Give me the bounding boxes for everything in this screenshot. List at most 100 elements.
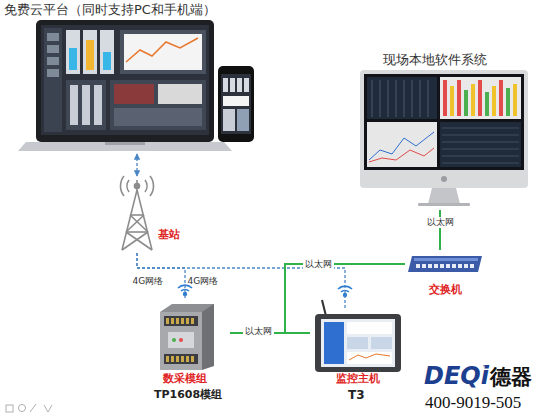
monitor-host-illustration xyxy=(315,300,401,372)
cell-tower-illustration xyxy=(150,176,154,196)
cell-tower-illustration xyxy=(145,180,147,192)
laptop-illustration xyxy=(114,108,202,126)
brand-logo: DEQi xyxy=(424,364,489,388)
illustration-shape xyxy=(442,142,519,143)
laptop-illustration xyxy=(47,33,59,41)
laptop-illustration xyxy=(41,25,209,135)
monitor-host-illustration xyxy=(324,322,344,364)
laptop-illustration xyxy=(70,85,78,125)
brand-name: 德器 xyxy=(490,367,532,388)
monitor-host-illustration xyxy=(347,352,392,364)
illustration-shape xyxy=(442,128,519,129)
cell-tower-illustration xyxy=(122,232,148,250)
wireless-link xyxy=(137,252,185,298)
laptop-illustration xyxy=(86,40,94,70)
ethernet-link xyxy=(230,264,405,333)
phone-illustration xyxy=(244,78,249,92)
phone-illustration xyxy=(230,78,235,92)
desktop-computer-illustration xyxy=(464,90,468,116)
monitor-host-illustration xyxy=(371,337,392,349)
cell-tower-illustration xyxy=(126,231,148,233)
illustration-shape xyxy=(171,318,174,324)
toolbar-icons xyxy=(30,404,36,412)
desktop-computer-illustration xyxy=(369,148,434,162)
trademark-mark: ™ xyxy=(482,365,490,373)
laptop-illustration xyxy=(47,69,59,77)
node-heading: 监控主机 xyxy=(336,372,402,385)
desktop-computer-illustration xyxy=(513,84,517,116)
laptop-illustration xyxy=(83,30,97,74)
desktop-computer-illustration xyxy=(440,122,521,167)
illustration-shape xyxy=(404,80,405,117)
monitor-host-illustration xyxy=(349,354,390,360)
phone-illustration xyxy=(237,78,242,92)
illustration-shape xyxy=(166,356,169,362)
illustration-shape xyxy=(452,264,456,268)
cell-tower-illustration xyxy=(126,232,152,250)
laptop-illustration xyxy=(114,84,154,104)
phone-illustration xyxy=(223,96,249,106)
monitor-host-illustration xyxy=(322,300,326,316)
illustration-shape xyxy=(428,264,432,268)
illustration-shape xyxy=(442,149,519,150)
desktop-computer-illustration xyxy=(367,77,437,119)
cell-tower-illustration xyxy=(130,214,144,216)
node-subtext: TP1608模组 xyxy=(154,388,230,401)
desktop-computer-illustration xyxy=(428,188,460,204)
laptop-illustration xyxy=(94,85,102,125)
desktop-computer-illustration xyxy=(457,80,461,116)
monitor-host-illustration xyxy=(347,322,392,334)
data-module-illustration xyxy=(160,304,214,370)
data-acquisition-module: 数采模组 TP1608模组 xyxy=(150,298,230,402)
node-heading: 数采模组 xyxy=(163,372,229,385)
illustration-shape xyxy=(380,80,381,117)
illustration-shape xyxy=(416,264,420,268)
desktop-computer-illustration xyxy=(440,77,521,119)
laptop-illustration xyxy=(69,48,77,70)
node-heading: 免费云平台（同时支持PC和手机端） xyxy=(4,2,262,18)
illustration-shape xyxy=(434,264,438,268)
toolbar-icons xyxy=(6,405,13,412)
wifi-icon xyxy=(178,285,352,296)
toolbar-icons xyxy=(44,405,52,412)
desktop-computer-illustration xyxy=(360,70,528,206)
node-heading: 基站 xyxy=(158,228,186,241)
cell-tower-illustration xyxy=(126,215,144,232)
illustration-shape xyxy=(470,264,474,268)
illustration-shape xyxy=(166,318,194,362)
illustration-shape xyxy=(428,80,429,117)
illustration-shape xyxy=(186,318,189,324)
connector-label: 以太网 xyxy=(425,217,456,228)
laptop-illustration xyxy=(120,30,206,74)
desktop-computer-illustration xyxy=(443,80,447,116)
laptop-illustration xyxy=(158,84,202,104)
desktop-computer-illustration xyxy=(485,92,489,116)
illustration-shape xyxy=(422,264,426,268)
connector-label: 以太网 xyxy=(303,259,334,270)
illustration-shape xyxy=(181,318,184,324)
illustration-shape xyxy=(416,264,474,268)
laptop-illustration xyxy=(82,85,90,125)
data-module-illustration xyxy=(168,332,194,348)
cell-tower-illustration xyxy=(130,215,148,232)
cloud-platform: 免费云平台（同时支持PC和手机端） xyxy=(2,2,264,154)
data-module-illustration xyxy=(172,338,176,342)
laptop-illustration xyxy=(124,34,202,70)
data-module-illustration xyxy=(160,304,214,370)
network-switch: 交换机 xyxy=(405,250,487,298)
phone-illustration xyxy=(218,66,254,142)
connector-label: 以太网 xyxy=(243,326,274,337)
laptop-illustration xyxy=(44,28,62,132)
illustration-shape xyxy=(176,356,179,362)
desktop-computer-illustration xyxy=(471,84,475,116)
data-module-illustration xyxy=(160,312,202,370)
desktop-computer-illustration xyxy=(441,176,447,182)
illustration-shape xyxy=(458,264,462,268)
desktop-computer-illustration xyxy=(499,80,503,116)
wifi-icon xyxy=(184,293,187,296)
laptop-illustration xyxy=(47,57,59,65)
illustration-shape xyxy=(442,135,519,136)
node-heading: 现场本地软件系统 xyxy=(383,52,528,68)
desktop-computer-illustration xyxy=(367,122,437,167)
